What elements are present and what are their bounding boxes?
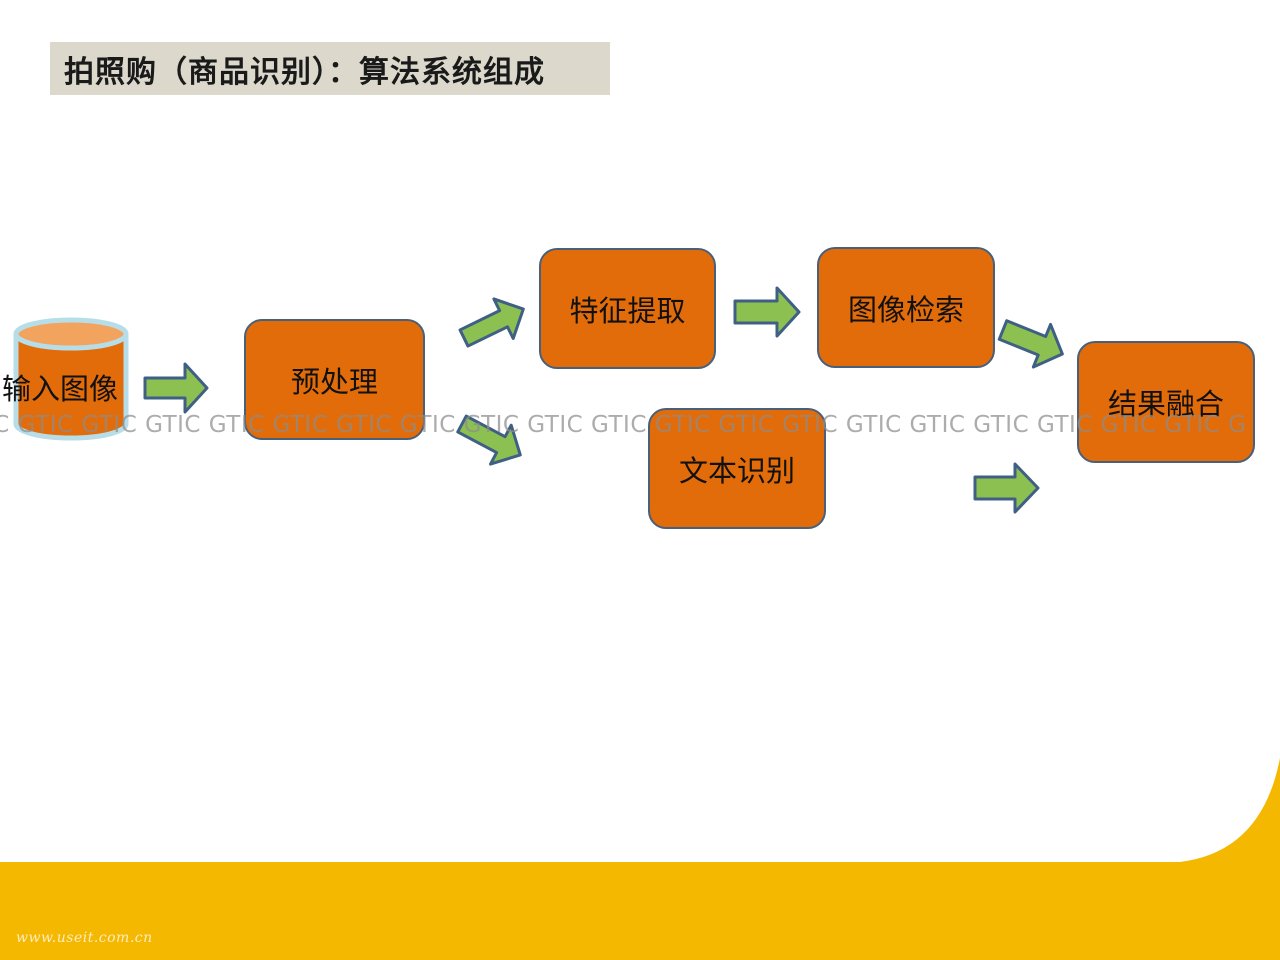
footer-url: www.useit.com.cn: [16, 930, 153, 946]
node-text-recognition: 文本识别: [648, 408, 826, 529]
node-result-fusion-label: 结果融合: [1107, 387, 1224, 421]
arrow-retrieval-to-fusion: [997, 319, 1064, 369]
node-image-retrieval-label: 图像检索: [847, 292, 964, 327]
input-cylinder: [13, 317, 129, 441]
node-input-label: 输入图像: [2, 372, 119, 406]
node-feature-extraction: 特征提取: [539, 248, 716, 369]
arrow-preprocess-to-feature: [458, 297, 525, 348]
arrow-feature-to-retrieval: [733, 286, 801, 338]
node-text-recognition-label: 文本识别: [678, 453, 795, 488]
arrow-preprocess-to-text: [456, 414, 522, 466]
arrow-input-to-preprocess: [143, 362, 209, 414]
node-preprocess-label: 预处理: [290, 364, 378, 399]
node-image-retrieval: 图像检索: [817, 247, 995, 368]
arrow-text-to-fusion: [973, 462, 1040, 514]
slide-title-bar: 拍照购（商品识别）：算法系统组成: [50, 42, 610, 95]
node-result-fusion: 结果融合: [1077, 341, 1255, 463]
slide-title: 拍照购（商品识别）：算法系统组成: [64, 54, 545, 90]
node-preprocess: 预处理: [244, 319, 425, 440]
node-feature-extraction-label: 特征提取: [569, 293, 686, 328]
footer-band: [0, 758, 1280, 960]
